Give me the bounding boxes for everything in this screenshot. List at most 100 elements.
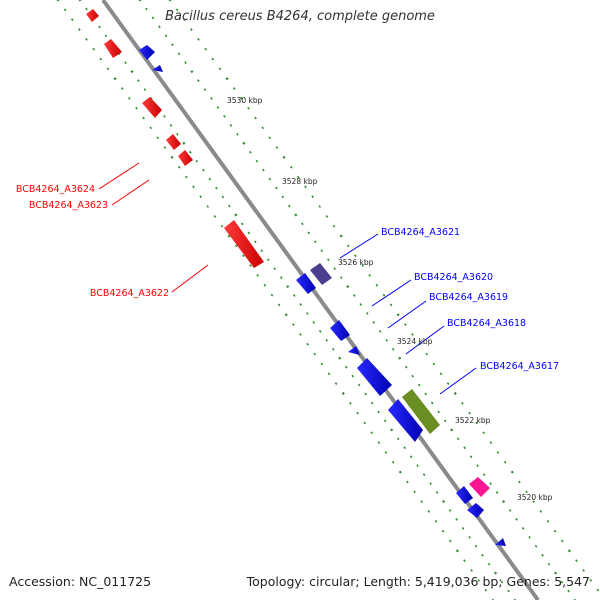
track-dot	[142, 116, 145, 120]
gene-arrow[interactable]	[348, 346, 360, 355]
track-dot	[163, 115, 166, 118]
track-dot	[349, 401, 352, 405]
track-dot	[470, 569, 473, 572]
track-dot	[307, 231, 311, 235]
pink-feature[interactable]	[469, 477, 490, 497]
track-dot	[476, 464, 479, 468]
track-dot	[169, 124, 173, 127]
track-dot	[204, 47, 207, 51]
track-dot	[292, 294, 296, 297]
gene-arrow[interactable]	[142, 97, 162, 118]
gene-arrow[interactable]	[495, 538, 506, 546]
track-dot	[518, 480, 521, 484]
track-dot	[334, 382, 338, 385]
track-dot	[277, 303, 281, 307]
track-dot	[553, 571, 558, 575]
track-dot	[56, 0, 60, 2]
track-dot	[553, 529, 557, 533]
track-dot	[420, 500, 423, 503]
track-dot	[422, 473, 426, 476]
track-dot	[78, 28, 81, 31]
track-dot	[232, 87, 236, 90]
gene-arrow[interactable]	[330, 320, 350, 341]
track-dot	[130, 70, 134, 74]
gene-arrow[interactable]	[224, 220, 264, 268]
track-dot	[453, 391, 457, 395]
track-dot	[190, 70, 194, 74]
tick-label: 3522 kbp	[455, 416, 491, 425]
track-dot	[216, 106, 220, 109]
track-dot	[413, 490, 416, 494]
gene-arrow[interactable]	[296, 273, 316, 294]
gene-arrow[interactable]	[152, 65, 163, 72]
track-dot	[427, 510, 431, 513]
track-dot	[182, 18, 186, 22]
track-dot	[503, 460, 507, 464]
track-dot	[448, 509, 452, 512]
track-dot	[281, 195, 285, 199]
track-dot	[510, 470, 514, 474]
track-dot	[515, 518, 518, 521]
gene-label-right[interactable]: BCB4264_A3619	[429, 292, 508, 303]
track-dot	[255, 159, 259, 163]
track-dot	[312, 321, 316, 324]
track-dot	[305, 312, 309, 315]
gene-arrow[interactable]	[178, 150, 193, 166]
track-dot	[435, 491, 439, 494]
gene-label-right[interactable]: BCB4264_A3620	[414, 272, 493, 283]
track-dot	[234, 244, 238, 248]
track-dot	[417, 383, 421, 387]
track-dot	[385, 338, 389, 342]
reverse-strand-genes	[86, 9, 264, 268]
track-dot	[437, 410, 440, 414]
track-dot	[151, 16, 155, 20]
gene-label-left[interactable]: BCB4264_A3623	[29, 200, 108, 211]
track-dot	[149, 126, 152, 130]
track-dot	[455, 549, 459, 553]
track-dot	[356, 411, 359, 415]
gene-arrow[interactable]	[104, 39, 122, 58]
track-dot	[573, 598, 576, 600]
gene-label-left[interactable]: BCB4264_A3622	[90, 288, 169, 299]
track-dot	[441, 529, 445, 533]
track-dot	[403, 446, 406, 450]
track-dot	[361, 264, 364, 267]
track-dot	[292, 323, 295, 326]
track-dot	[482, 431, 486, 435]
track-dot	[416, 464, 419, 468]
gene-arrow[interactable]	[166, 134, 181, 150]
track-dot	[195, 159, 199, 163]
track-dot	[137, 79, 140, 82]
track-dot	[589, 578, 593, 582]
gene-label-right[interactable]: BCB4264_A3618	[447, 318, 526, 329]
gene-arrow[interactable]	[357, 358, 392, 396]
gene-arrow[interactable]	[139, 45, 155, 60]
track-dot	[383, 419, 387, 423]
tick-label: 3528 kbp	[282, 177, 318, 186]
gene-arrow[interactable]	[388, 399, 423, 442]
track-dot	[124, 61, 127, 65]
gene-label-right[interactable]: BCB4264_A3617	[480, 361, 559, 372]
track-dot	[171, 43, 174, 47]
track-dot	[70, 18, 74, 22]
gene-label-right[interactable]: BCB4264_A3621	[381, 227, 460, 238]
track-dot	[389, 303, 393, 307]
track-dot	[411, 374, 414, 378]
track-dot	[299, 333, 302, 336]
olive-feature[interactable]	[402, 389, 440, 434]
track-dot	[304, 185, 307, 189]
track-dot	[289, 165, 293, 169]
track-dot	[378, 329, 382, 333]
gene-arrow[interactable]	[86, 9, 99, 22]
track-dot	[390, 428, 394, 432]
track-dot	[455, 518, 458, 521]
track-dot	[532, 500, 535, 503]
gene-arrow[interactable]	[456, 486, 473, 504]
purple-feature[interactable]	[310, 263, 332, 285]
track-dot	[177, 52, 181, 56]
track-dot	[474, 544, 478, 548]
gene-arrow[interactable]	[467, 503, 484, 518]
track-dot	[190, 28, 193, 31]
track-dot	[430, 401, 434, 405]
gene-label-left[interactable]: BCB4264_A3624	[16, 184, 95, 195]
